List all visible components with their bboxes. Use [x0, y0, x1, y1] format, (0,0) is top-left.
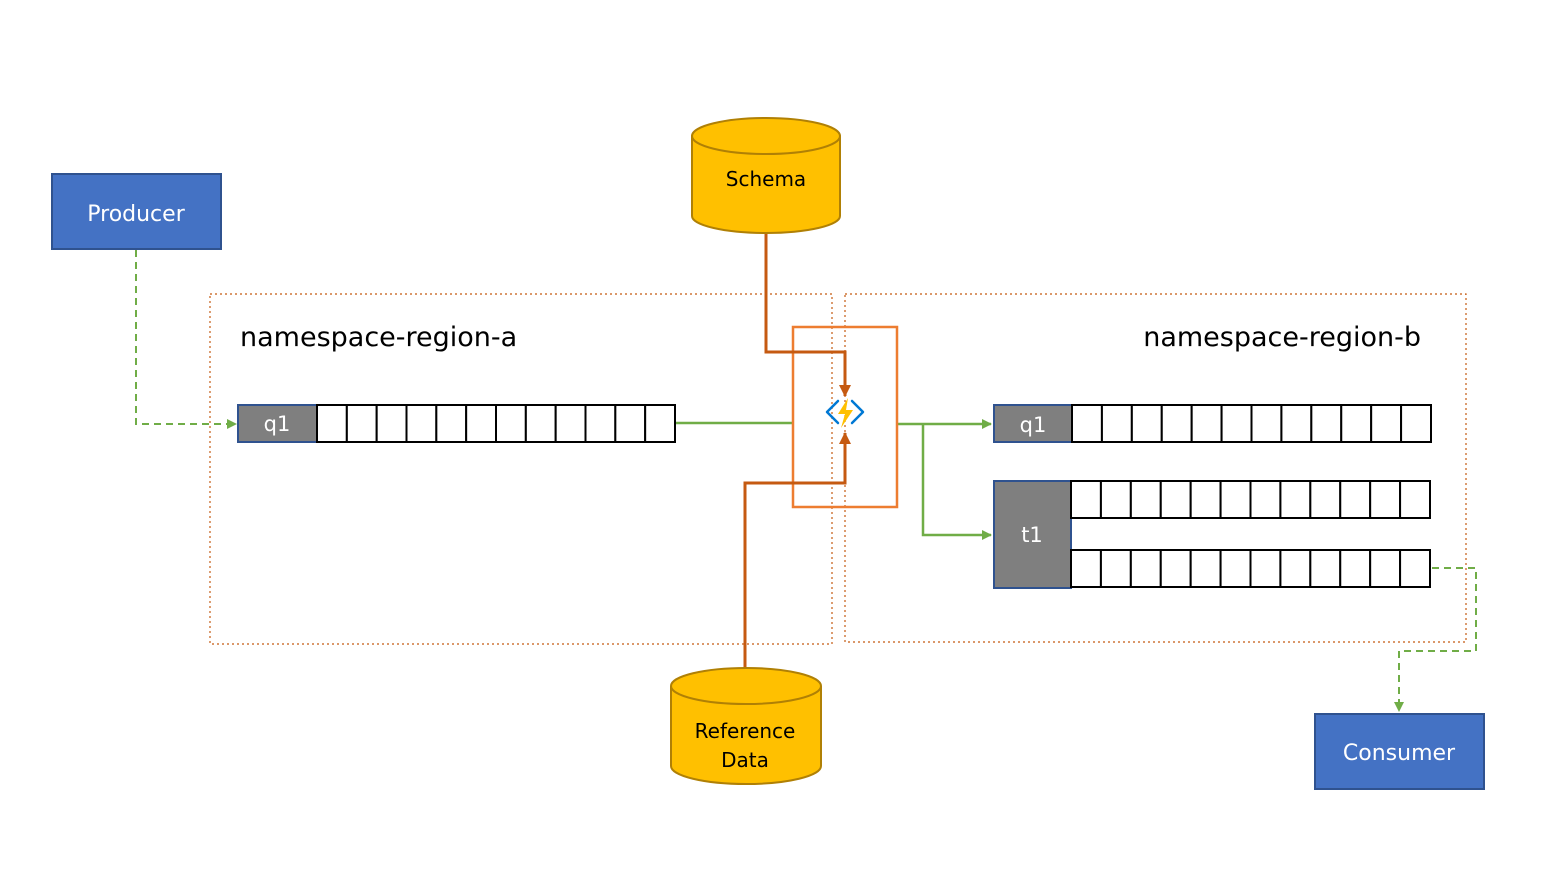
queue-slot	[1189, 549, 1222, 588]
schema-to-function-arrow	[764, 233, 851, 397]
queue-slot	[1219, 480, 1252, 519]
topic-head	[993, 480, 1072, 589]
consumer-label: Consumer	[1343, 741, 1456, 766]
queue-slot	[1309, 480, 1342, 519]
region-b-label: namespace-region-b	[1143, 322, 1421, 353]
queue-slot	[1279, 549, 1312, 588]
queue-head	[993, 404, 1073, 443]
queue-slot	[1099, 480, 1132, 519]
function-to-t1-arrow	[921, 424, 992, 540]
region-b-boundary	[844, 293, 1467, 643]
subscription-slots	[1070, 549, 1432, 588]
queue-slot	[614, 404, 647, 443]
reference-data-to-function-arrow	[743, 432, 851, 668]
queue-slot	[1099, 549, 1132, 588]
queue-slot	[1100, 404, 1133, 443]
schema-database[interactable]: Schema	[691, 117, 841, 234]
producer-node[interactable]: Producer	[51, 173, 222, 250]
function-box[interactable]	[791, 325, 899, 509]
queue-slot	[1250, 404, 1283, 443]
queue-slot	[1070, 549, 1102, 588]
queue-slot	[375, 404, 408, 443]
queue-slot	[1279, 480, 1312, 519]
queue-slot	[1280, 404, 1313, 443]
queue-slot	[1190, 404, 1223, 443]
queue-slot	[1160, 404, 1193, 443]
queue-slot	[1249, 480, 1282, 519]
queue-slot	[1310, 404, 1343, 443]
queue-slot	[1189, 480, 1222, 519]
queue-slots	[1071, 404, 1433, 443]
queue-slot	[1399, 549, 1432, 588]
queue-slot	[1129, 549, 1162, 588]
reference-data-label-line2: Data	[721, 748, 769, 772]
queue-slot	[495, 404, 527, 443]
queue-slot	[316, 404, 348, 443]
subscription-slots	[1070, 480, 1432, 519]
region-a-queue-q1[interactable]: q1	[237, 404, 677, 443]
queue-slot	[1159, 480, 1192, 519]
queue-label: q1	[1020, 413, 1047, 437]
queue-slot	[1220, 404, 1253, 443]
producer-label: Producer	[87, 202, 185, 227]
queue-slot	[1339, 480, 1372, 519]
queue-slot	[1070, 480, 1102, 519]
queue-label: q1	[264, 412, 291, 436]
queue-slot	[1370, 404, 1403, 443]
queue-slot	[584, 404, 617, 443]
schema-label: Schema	[726, 167, 806, 191]
queue-slot	[1219, 549, 1252, 588]
queue-slot	[1369, 549, 1402, 588]
queue-slot	[1130, 404, 1163, 443]
queue-slot	[1129, 480, 1162, 519]
region-a-label: namespace-region-a	[240, 322, 517, 353]
queue-slot	[524, 404, 557, 443]
producer-to-q1-arrow	[135, 250, 237, 429]
queue-slot	[465, 404, 497, 443]
queue-slot	[1400, 404, 1433, 443]
queue-slot	[345, 404, 378, 443]
queue-slot	[644, 404, 677, 443]
queue-slot	[554, 404, 587, 443]
queue-slot	[1309, 549, 1342, 588]
t1-to-consumer-arrow	[1394, 567, 1477, 712]
azure-function-icon	[825, 398, 865, 428]
queue-slot	[1071, 404, 1103, 443]
topic-label: t1	[1021, 523, 1043, 547]
reference-data-database[interactable]: Reference Data	[670, 667, 822, 785]
queue-slot	[405, 404, 438, 443]
region-b-queue-q1[interactable]: q1	[993, 404, 1433, 443]
queue-slot	[1339, 549, 1372, 588]
queue-slot	[435, 404, 468, 443]
queue-slot	[1340, 404, 1373, 443]
region-b-topic-t1[interactable]: t1	[993, 480, 1432, 589]
consumer-node[interactable]: Consumer	[1314, 713, 1485, 790]
queue-slot	[1369, 480, 1402, 519]
queue-slot	[1249, 549, 1282, 588]
queue-slots	[316, 404, 677, 443]
region-a-boundary	[209, 293, 833, 645]
queue-slot	[1159, 549, 1192, 588]
reference-data-label-line1: Reference	[695, 719, 796, 743]
queue-slot	[1399, 480, 1432, 519]
